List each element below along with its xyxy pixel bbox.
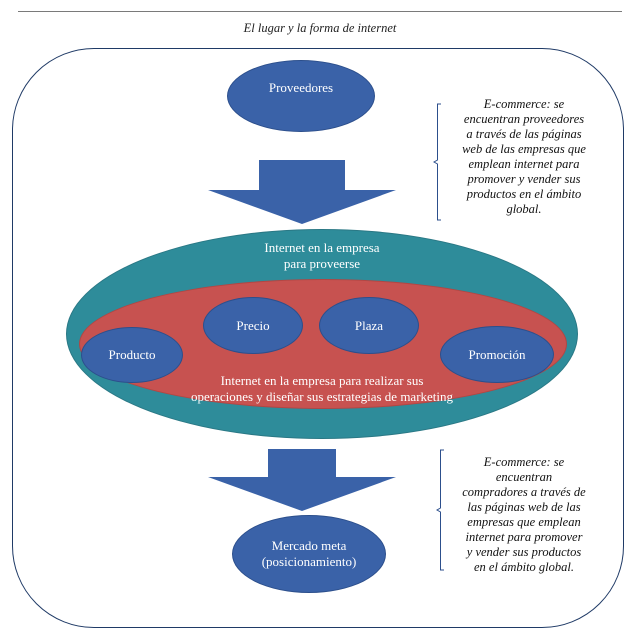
- internet-proveerse-label: Internet en la empresa para proveerse: [196, 240, 448, 272]
- plaza-node: Plaza: [319, 297, 419, 354]
- label-line: Internet en la empresa: [264, 240, 380, 255]
- note-line: productos en el ámbito: [466, 187, 582, 201]
- page-title: El lugar y la forma de internet: [243, 21, 397, 35]
- diagram-frame: [12, 48, 624, 628]
- right-brace-bottom: [435, 449, 444, 571]
- note-line: encuentran: [495, 470, 553, 484]
- note-line: internet para promover: [465, 530, 583, 544]
- note-line: encuentran proveedores: [463, 112, 585, 126]
- precio-label: Precio: [236, 317, 270, 333]
- producto-label: Producto: [108, 347, 156, 362]
- label-line: (posicionamiento): [261, 554, 357, 569]
- mercado-meta-node: Mercado meta (posicionamiento): [232, 515, 386, 593]
- compradores-note: E-commerce: se encuentran compradores a …: [448, 455, 600, 575]
- label-line: Internet en la empresa para realizar sus: [220, 373, 424, 388]
- label-line: operaciones y diseñar sus estrategias de…: [190, 389, 454, 404]
- right-brace-top: [432, 103, 441, 221]
- note-line: E-commerce: se: [483, 97, 565, 111]
- label-line: para proveerse: [283, 256, 361, 271]
- mercado-meta-label: Mercado meta (posicionamiento): [262, 538, 357, 570]
- note-line: promover y vender sus: [467, 172, 581, 186]
- proveedores-node: Proveedores: [227, 60, 375, 132]
- plaza-label: Plaza: [354, 317, 384, 333]
- note-line: compradores a través de: [462, 485, 586, 499]
- proveedores-note: E-commerce: se encuentran proveedores a …: [445, 97, 603, 217]
- note-line: web de las empresas que: [462, 142, 586, 156]
- precio-node: Precio: [203, 297, 303, 354]
- producto-node: Producto: [81, 327, 183, 383]
- note-line: E-commerce: se: [483, 455, 565, 469]
- note-line: y vender sus productos: [466, 545, 582, 559]
- note-line: las páginas web de las: [467, 500, 581, 514]
- down-arrow-bottom: [208, 449, 396, 511]
- note-line: global.: [506, 202, 542, 216]
- proveedores-label: Proveedores: [268, 80, 334, 95]
- down-arrow-top: [208, 160, 396, 224]
- note-line: empresas que emplean: [467, 515, 581, 529]
- label-line: Mercado meta: [271, 538, 347, 553]
- internet-operaciones-label: Internet en la empresa para realizar sus…: [172, 373, 472, 405]
- note-line: en el ámbito global.: [474, 560, 574, 574]
- note-line: emplean internet para: [468, 157, 580, 171]
- note-line: a través de las páginas: [466, 127, 582, 141]
- top-rule: [18, 11, 622, 12]
- promocion-label: Promoción: [468, 346, 526, 362]
- promocion-node: Promoción: [440, 326, 554, 383]
